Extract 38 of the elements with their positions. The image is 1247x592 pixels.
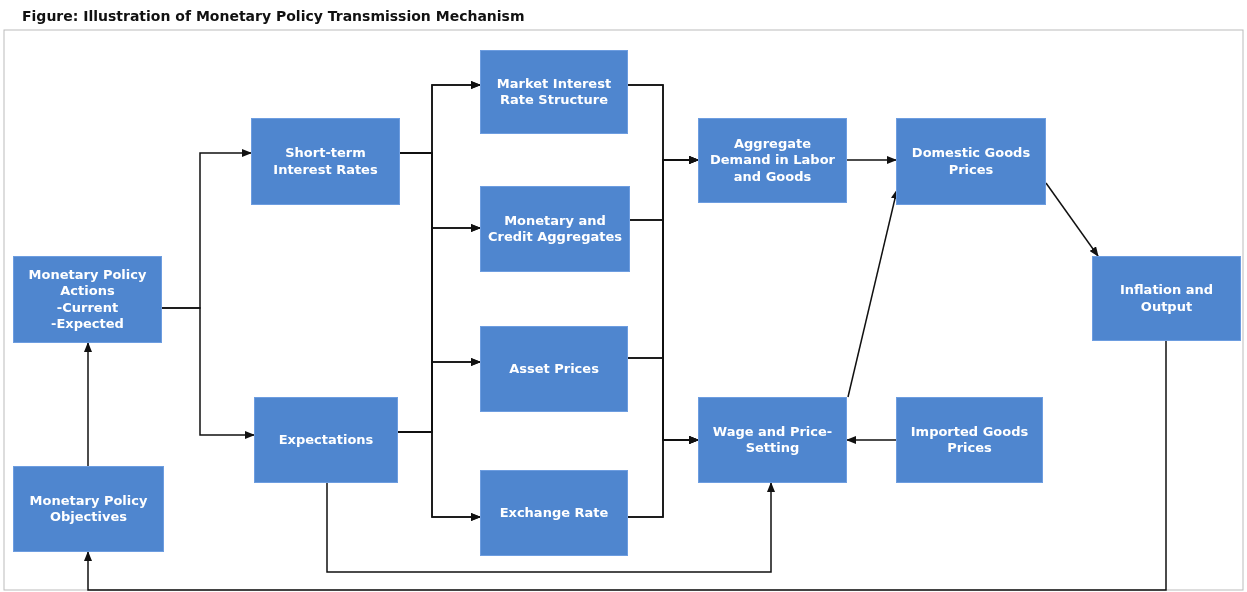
process-box [251, 118, 400, 205]
box-label: Aggregate Demand in Labor and Goods [709, 136, 836, 185]
box-label: Exchange Rate [499, 504, 609, 522]
process-box [480, 326, 628, 412]
process-box [480, 186, 630, 272]
box-label: Wage and Price-Setting [711, 423, 834, 457]
process-box [698, 118, 847, 203]
arrow [84, 342, 92, 467]
box-label: -Current [56, 299, 119, 316]
process-box [13, 466, 164, 552]
box-label: Monetary Policy Actions [27, 267, 148, 300]
box-label: Asset Prices [509, 360, 599, 378]
process-box [896, 118, 1046, 205]
box-label: Expectations [278, 431, 374, 449]
box-label: Imported Goods Prices [909, 423, 1030, 457]
process-box [896, 397, 1043, 483]
process-box [1092, 256, 1241, 341]
arrow [326, 482, 775, 573]
box-label: Monetary and Credit Aggregates [487, 212, 623, 246]
process-box [254, 397, 398, 483]
figure-title: Figure: Illustration of Monetary Policy Transmission Mechanism [22, 8, 525, 24]
arrow [846, 436, 897, 444]
arrow [1045, 182, 1099, 257]
arrow [161, 307, 255, 439]
box-label: Short-term Interest Rates [272, 145, 379, 178]
box-label: Inflation and Output [1118, 282, 1215, 315]
process-box [480, 50, 628, 134]
arrow [846, 156, 897, 164]
process-box [13, 256, 162, 343]
process-box [480, 470, 628, 556]
arrow [627, 436, 699, 518]
box-label: Domestic Goods Prices [910, 145, 1032, 178]
box-label: Monetary Policy Objectives [28, 492, 149, 526]
arrow [84, 340, 1167, 591]
process-box [698, 397, 847, 483]
box-label: Market Interest Rate Structure [495, 75, 613, 109]
box-label: -Expected [51, 315, 124, 332]
arrow [397, 431, 481, 521]
